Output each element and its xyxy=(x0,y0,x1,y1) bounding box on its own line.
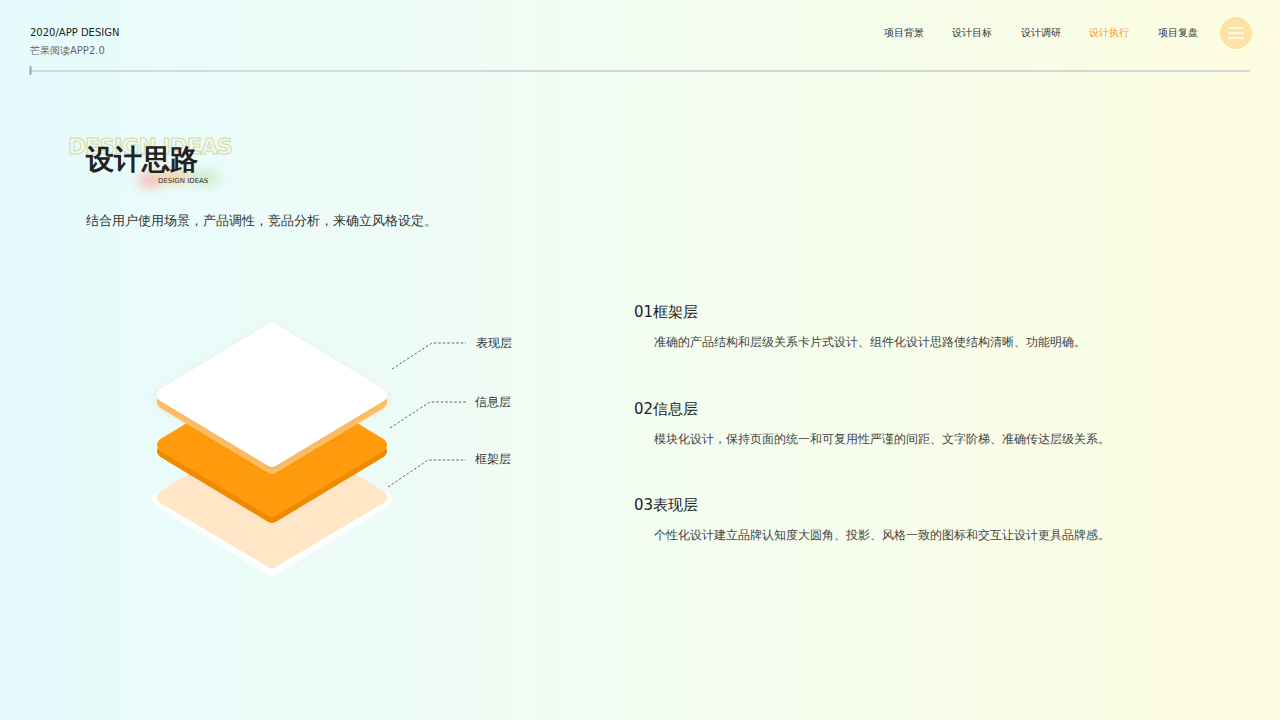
header-subtitle: 芒果阅读APP2.0 xyxy=(30,45,105,57)
nav-item-active: 设计执行 xyxy=(1089,27,1129,39)
section-body: 准确的产品结构和层级关系卡片式设计、组件化设计思路使结构清晰、功能明确。 xyxy=(654,335,1086,349)
layer-stack xyxy=(160,330,384,568)
leader-lines xyxy=(388,343,466,487)
section-heading: 02信息层 xyxy=(634,400,698,418)
header-title: 2020/APP DESIGN xyxy=(30,27,119,39)
nav-item: 项目复盘 xyxy=(1158,27,1198,39)
intro-text: 结合用户使用场景，产品调性，竞品分析，来确立风格设定。 xyxy=(86,213,437,229)
menu-button xyxy=(1220,17,1252,49)
layer-label: 表现层 xyxy=(476,336,512,350)
layer-label: 信息层 xyxy=(475,395,511,409)
rule-tick xyxy=(30,66,32,75)
header-rule xyxy=(31,70,1250,72)
section-body: 个性化设计建立品牌认知度大圆角、投影、风格一致的图标和交互让设计更具品牌感。 xyxy=(654,528,1110,542)
nav-item: 设计调研 xyxy=(1021,27,1061,39)
nav-item: 项目背景 xyxy=(884,27,924,39)
nav-item: 设计目标 xyxy=(952,27,992,39)
section-body: 模块化设计，保持页面的统一和可复用性严谨的间距、文字阶梯、准确传达层级关系。 xyxy=(654,432,1110,446)
section-heading: 01框架层 xyxy=(634,303,698,321)
section-heading: 03表现层 xyxy=(634,496,698,514)
section-title: 设计思路 xyxy=(86,143,198,177)
title-subtext: DESIGN IDEAS xyxy=(158,177,208,185)
layer-label: 框架层 xyxy=(475,452,511,466)
